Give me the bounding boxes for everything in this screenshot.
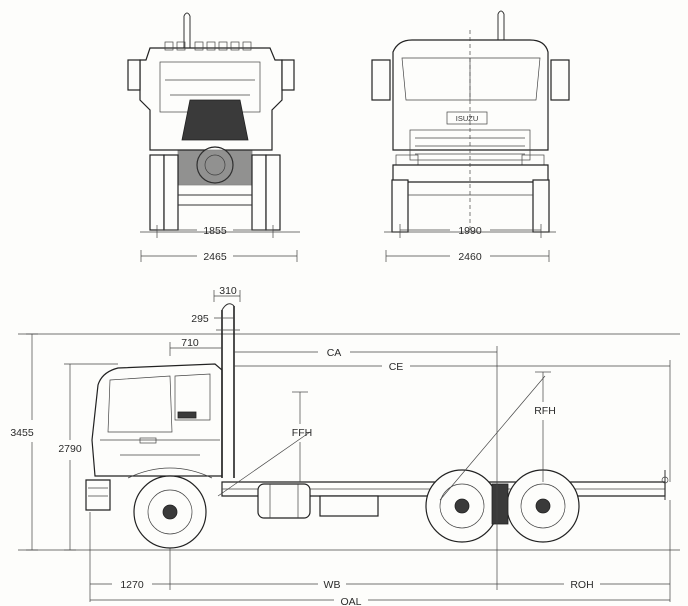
- exhaust-offset-295: 295: [191, 313, 209, 325]
- front-view: ISUZU 1990 2460: [371, 10, 570, 263]
- front-width-dimension: 2460: [458, 251, 482, 263]
- cab-to-end-ce: CE: [389, 361, 404, 373]
- front-frame-height-ffh: FFH: [292, 427, 312, 439]
- rear-track-dimension: 1855: [203, 225, 227, 237]
- wheelbase-wb: WB: [324, 579, 341, 591]
- rear-view: 1855 2465: [127, 12, 300, 263]
- rear-width-dimension: 2465: [203, 251, 227, 263]
- side-view: 310 295 710 CA CE 3455 2790 FFH RFH: [10, 285, 680, 606]
- overall-height-3455: 3455: [10, 427, 34, 439]
- grille-badge: ISUZU: [456, 114, 479, 123]
- cab-to-exhaust-710: 710: [181, 337, 199, 349]
- cab-to-axle-ca: CA: [327, 347, 342, 359]
- exhaust-offset-310: 310: [219, 285, 237, 297]
- rear-frame-height-rfh: RFH: [534, 405, 556, 417]
- cab-height-2790: 2790: [58, 443, 82, 455]
- rear-overhang-roh: ROH: [570, 579, 593, 591]
- front-track-dimension: 1990: [458, 225, 482, 237]
- overall-length-oal: OAL: [340, 596, 361, 606]
- front-overhang-1270: 1270: [120, 579, 144, 591]
